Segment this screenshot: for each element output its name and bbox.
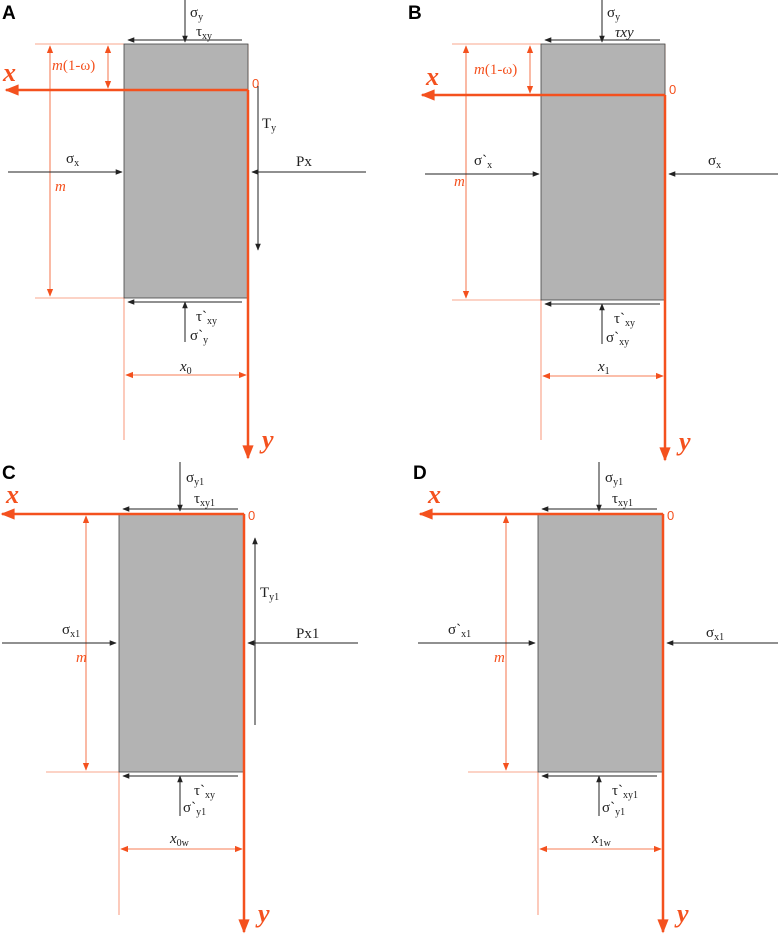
panel-c-tau-top-label: τxy1 <box>194 491 215 509</box>
panel-b-sigma-right-label: σx <box>708 153 721 171</box>
panel-a-origin: 0 <box>252 76 259 91</box>
panel-b-sigma-top-label: σy <box>607 5 620 23</box>
panel-c: C m x0w x y 0 σy1 τxy1 Ty1 σx1 Px1 τ`xy … <box>0 462 358 934</box>
panel-c-tau-bottom-label: τ`xy <box>194 783 215 801</box>
panel-a-width-label: x0 <box>179 359 192 377</box>
panel-b-tau-bottom-label: τ`xy <box>614 311 635 329</box>
panel-d-m-label: m <box>494 650 505 666</box>
panel-c-label: C <box>2 463 16 484</box>
panel-b-tau-top-label: τxy <box>615 25 634 41</box>
panel-c-sigma-left-label: σx1 <box>62 622 80 640</box>
panel-b-x-axis-label: x <box>425 62 439 91</box>
panel-d-tau-top-label: τxy1 <box>612 491 633 509</box>
panel-d-sigma-right-label: σx1 <box>706 625 724 643</box>
panel-d-block <box>537 513 664 773</box>
panel-a-label: A <box>2 3 16 24</box>
panel-d-y-axis-label: y <box>674 899 689 928</box>
panel-a-y-axis-label: y <box>259 425 274 454</box>
panel-b: B m(1-ω) m x1 x y 0 σy τxy σ`x σx τ`xy σ… <box>408 0 778 462</box>
panel-b-m-label: m <box>454 174 465 190</box>
panel-a-sigma-bottom-label: σ`y <box>190 328 208 346</box>
panel-b-m-omega-label: m(1-ω) <box>474 62 517 78</box>
panel-a-m-omega-label: m(1-ω) <box>52 58 95 74</box>
panel-c-width-label: x0w <box>169 831 190 849</box>
panel-d-tau-bottom-label: τ`xy1 <box>612 783 638 801</box>
panel-c-x-axis-label: x <box>5 480 19 509</box>
panel-d-sigma-left-label: σ`x1 <box>448 622 471 640</box>
panel-d-origin: 0 <box>667 508 674 523</box>
panel-c-sigma-top-label: σy1 <box>186 470 204 488</box>
panel-d: D m x1w x y 0 σy1 τxy1 σ`x1 σx1 τ`xy1 σ`… <box>413 462 778 934</box>
panel-b-sigma-bottom-label: σ`xy <box>606 330 629 348</box>
panel-a-tau-bottom-label: τ`xy <box>196 309 217 327</box>
panel-c-y-axis-label: y <box>255 899 270 928</box>
panel-b-block <box>540 43 666 301</box>
panel-a-right-label: Px <box>296 154 312 170</box>
panel-c-right-label: Px1 <box>296 626 319 642</box>
panel-b-origin: 0 <box>669 82 676 97</box>
panel-b-y-axis-label: y <box>676 427 691 456</box>
panel-a-sigma-left-label: σx <box>66 151 79 169</box>
panel-c-t-label: Ty1 <box>260 585 279 603</box>
panel-c-m-label: m <box>76 650 87 666</box>
panel-a-block <box>123 43 249 299</box>
panel-a-m-label: m <box>55 179 66 195</box>
panel-c-origin: 0 <box>248 508 255 523</box>
panel-a: A m(1-ω) m x0 x y 0 σy τxy Ty σx <box>2 0 366 460</box>
panel-d-sigma-bottom-label: σ`y1 <box>602 800 625 818</box>
panel-a-x-axis-label: x <box>2 58 16 87</box>
panel-d-label: D <box>413 463 427 484</box>
panel-c-sigma-bottom-label: σ`y1 <box>183 800 206 818</box>
panel-d-width-label: x1w <box>591 831 612 849</box>
panel-a-sigma-top-label: σy <box>190 5 203 23</box>
panel-b-sigma-left-label: σ`x <box>474 153 492 171</box>
panel-b-width-label: x1 <box>597 359 610 377</box>
panel-a-t-label: Ty <box>262 116 276 134</box>
panel-b-label: B <box>408 3 422 24</box>
panel-d-x-axis-label: x <box>427 480 441 509</box>
panel-a-tau-top-label: τxy <box>196 24 212 42</box>
panel-c-block <box>118 513 245 773</box>
panel-d-sigma-top-label: σy1 <box>605 470 623 488</box>
